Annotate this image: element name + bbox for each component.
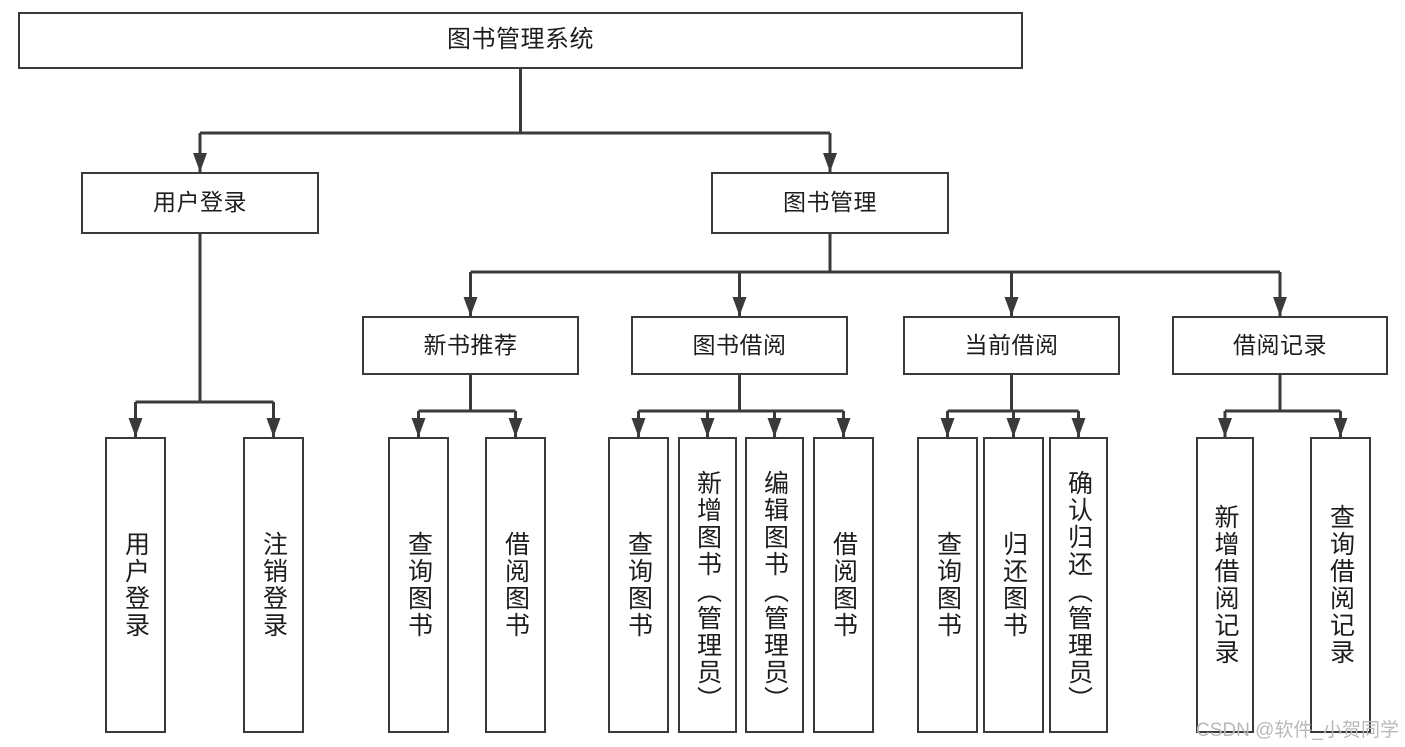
node-leaf-11[interactable]: 新增借阅记录 xyxy=(1196,437,1254,733)
arrowhead-icon xyxy=(836,418,851,437)
node-root[interactable]: 图书管理系统 xyxy=(18,12,1023,69)
node-leaf-6[interactable]: 编辑图书（管理员） xyxy=(745,437,804,733)
arrowhead-icon xyxy=(767,418,782,437)
node-label: 查询图书 xyxy=(404,531,433,639)
arrowhead-icon xyxy=(823,153,837,172)
arrowhead-icon xyxy=(700,418,715,437)
arrowhead-icon xyxy=(1071,418,1086,437)
node-label: 借阅图书 xyxy=(829,531,858,639)
node-label: 新增图书（管理员） xyxy=(693,469,722,713)
arrowhead-icon xyxy=(266,418,281,437)
arrowhead-icon xyxy=(128,418,143,437)
node-level3-1[interactable]: 图书借阅 xyxy=(631,316,848,375)
arrowhead-icon xyxy=(1218,418,1232,437)
node-label: 编辑图书（管理员） xyxy=(760,469,789,713)
node-level3-3[interactable]: 借阅记录 xyxy=(1172,316,1388,375)
node-level3-0[interactable]: 新书推荐 xyxy=(362,316,579,375)
arrowhead-icon xyxy=(1004,297,1019,316)
arrowhead-icon xyxy=(508,418,523,437)
arrowhead-icon xyxy=(1333,418,1348,437)
arrowhead-icon xyxy=(411,418,426,437)
node-label: 用户登录 xyxy=(121,531,150,639)
arrowhead-icon xyxy=(940,418,955,437)
node-label: 图书管理 xyxy=(783,189,877,216)
node-label: 注销登录 xyxy=(259,531,288,639)
node-leaf-5[interactable]: 新增图书（管理员） xyxy=(678,437,737,733)
node-label: 借阅图书 xyxy=(501,531,530,639)
node-label: 新书推荐 xyxy=(423,331,518,358)
node-leaf-7[interactable]: 借阅图书 xyxy=(813,437,874,733)
node-label: 借阅记录 xyxy=(1233,331,1327,358)
node-leaf-4[interactable]: 查询图书 xyxy=(608,437,669,733)
node-label: 归还图书 xyxy=(999,531,1028,639)
node-label: 确认归还（管理员） xyxy=(1064,469,1093,713)
arrowhead-icon xyxy=(1273,297,1287,316)
node-leaf-0[interactable]: 用户登录 xyxy=(105,437,166,733)
node-label: 当前借阅 xyxy=(964,331,1059,358)
node-leaf-10[interactable]: 确认归还（管理员） xyxy=(1049,437,1108,733)
node-level2-0[interactable]: 用户登录 xyxy=(81,172,319,234)
watermark-text: CSDN @软件_小贺同学 xyxy=(1196,720,1399,741)
node-label: 查询图书 xyxy=(624,531,653,639)
arrowhead-icon xyxy=(1006,418,1021,437)
arrowhead-icon xyxy=(631,418,646,437)
node-leaf-1[interactable]: 注销登录 xyxy=(243,437,304,733)
node-leaf-8[interactable]: 查询图书 xyxy=(917,437,978,733)
node-leaf-2[interactable]: 查询图书 xyxy=(388,437,449,733)
arrowhead-icon xyxy=(193,153,207,172)
node-label: 查询借阅记录 xyxy=(1326,504,1355,666)
node-leaf-3[interactable]: 借阅图书 xyxy=(485,437,546,733)
node-level2-1[interactable]: 图书管理 xyxy=(711,172,949,234)
node-leaf-9[interactable]: 归还图书 xyxy=(983,437,1044,733)
node-leaf-12[interactable]: 查询借阅记录 xyxy=(1310,437,1371,733)
node-label: 查询图书 xyxy=(933,531,962,639)
node-label: 新增借阅记录 xyxy=(1211,504,1239,666)
node-label: 图书借阅 xyxy=(692,331,787,358)
arrowhead-icon xyxy=(732,297,747,316)
node-label: 图书管理系统 xyxy=(447,26,594,54)
arrowhead-icon xyxy=(463,297,478,316)
node-label: 用户登录 xyxy=(153,189,247,216)
node-level3-2[interactable]: 当前借阅 xyxy=(903,316,1120,375)
